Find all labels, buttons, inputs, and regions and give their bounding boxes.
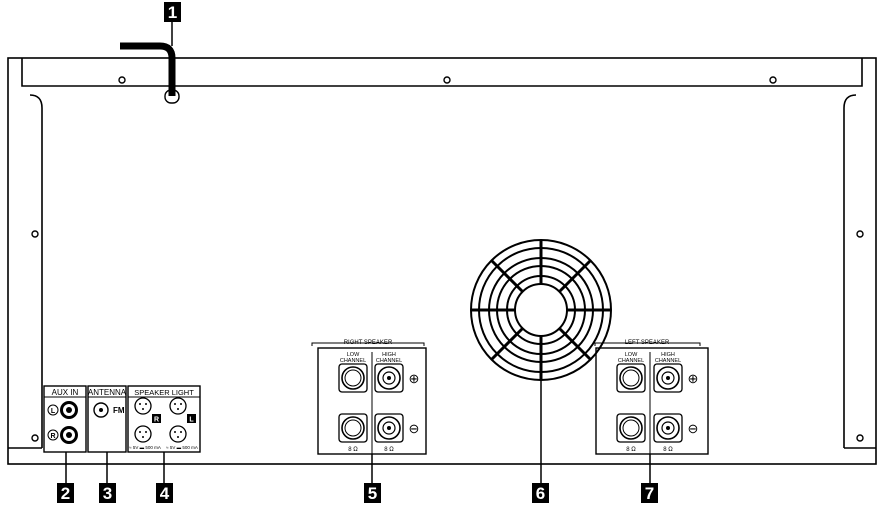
left-speaker-panel: LEFT SPEAKER LOW CHANNEL HIGH CHANNEL ⊕ [594,340,709,455]
right-high-minus-terminal[interactable] [374,413,404,443]
right-high-ohm: 8 Ω [384,447,394,453]
antenna-panel: ANTENNA FM [87,385,127,453]
right-side-panel [843,94,857,448]
speaker-light-r-top-jack[interactable] [134,397,152,415]
callout-2-number: 2 [61,484,70,503]
left-plus-symbol: ⊕ [688,371,699,386]
left-high-plus-terminal[interactable] [653,363,683,393]
screw-holes [31,76,864,442]
left-side-panel [29,94,43,448]
antenna-label: ANTENNA [88,388,127,397]
right-low-label-1: LOW [347,352,360,358]
right-minus-symbol: ⊖ [409,421,420,436]
top-rail [21,58,863,87]
speaker-light-note-right: ≈ 5V ▬ 500 mA [129,445,161,450]
speaker-light-label: SPEAKER LIGHT [134,388,194,397]
left-speaker-label: LEFT SPEAKER [625,340,670,346]
aux-r-jack[interactable] [60,426,78,444]
cabinet [7,57,877,465]
callout-leaders [65,22,651,483]
right-plus-symbol: ⊕ [409,371,420,386]
callout-7: 7 [641,483,658,503]
left-high-label-2: CHANNEL [655,358,681,364]
right-low-minus-terminal[interactable] [338,413,368,443]
callout-1: 1 [164,2,181,22]
speaker-light-r-bottom-jack[interactable] [134,425,152,443]
speaker-light-panel: SPEAKER LIGHT R L ≈ 5V ▬ 500 mA ≈ 5V ▬ 5… [127,385,201,453]
callout-7-number: 7 [645,484,654,503]
left-low-ohm: 8 Ω [626,447,636,453]
cooling-fan-grille [470,239,612,381]
right-speaker-panel: RIGHT SPEAKER LOW CHANNEL HIGH CHANNEL ⊕ [311,340,427,455]
cabinet-outline [7,57,877,465]
callout-1-number: 1 [168,3,177,22]
fm-antenna-jack[interactable] [93,402,109,418]
callout-4-number: 4 [160,484,170,503]
callout-2: 2 [57,483,74,503]
left-low-label-2: CHANNEL [618,358,644,364]
right-high-label-2: CHANNEL [376,358,402,364]
right-low-ohm: 8 Ω [348,447,358,453]
right-low-plus-terminal[interactable] [338,363,368,393]
callout-3: 3 [99,483,116,503]
aux-r-marker: R [50,433,55,440]
fm-label: FM [113,406,125,415]
right-low-label-2: CHANNEL [340,358,366,364]
aux-in-label: AUX IN [52,388,79,397]
power-cord [120,42,180,104]
callout-6-number: 6 [536,484,545,503]
speaker-light-l-badge [187,414,196,423]
right-high-label-1: HIGH [382,352,396,358]
aux-l-jack[interactable] [60,401,78,419]
aux-in-panel: AUX IN L R [43,385,87,453]
left-low-plus-terminal[interactable] [616,363,646,393]
speaker-light-r-badge [152,414,161,423]
callout-5: 5 [364,483,381,503]
left-low-label-1: LOW [625,352,638,358]
speaker-light-note-left: ≈ 5V ▬ 500 mA [166,445,198,450]
speaker-light-l-top-jack[interactable] [169,397,187,415]
right-high-plus-terminal[interactable] [374,363,404,393]
left-high-ohm: 8 Ω [663,447,673,453]
right-speaker-label: RIGHT SPEAKER [344,340,393,346]
left-high-minus-terminal[interactable] [653,413,683,443]
speaker-light-l-bottom-jack[interactable] [169,425,187,443]
left-minus-symbol: ⊖ [688,421,699,436]
speaker-light-l-letter: L [189,417,194,424]
left-high-label-1: HIGH [661,352,675,358]
callout-4: 4 [156,483,173,503]
aux-l-marker: L [51,408,56,415]
callout-6: 6 [532,483,549,503]
callout-3-number: 3 [103,484,112,503]
speaker-light-r-letter: R [154,417,159,424]
callout-5-number: 5 [368,484,377,503]
left-low-minus-terminal[interactable] [616,413,646,443]
